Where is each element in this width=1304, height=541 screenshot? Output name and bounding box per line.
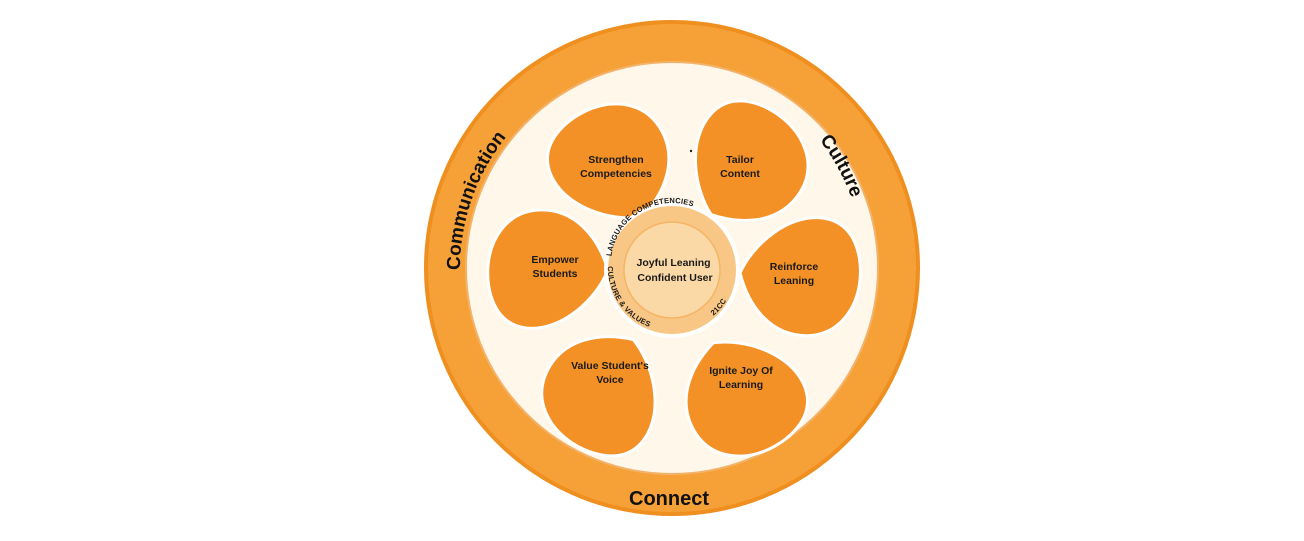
center-line-2: Confident User xyxy=(637,272,712,284)
petal-label-line: Empower xyxy=(531,254,578,266)
petal-label-line: Strengthen xyxy=(588,154,643,166)
petal-label-line: Students xyxy=(533,268,578,280)
petal-label-line: Tailor xyxy=(726,154,754,166)
petal-shape xyxy=(684,340,809,458)
petal-label-line: Leaning xyxy=(774,275,814,287)
center-disc xyxy=(623,221,721,319)
petal-shape xyxy=(540,335,657,458)
petal-ignite-joy: Ignite Joy Of Learning xyxy=(684,340,809,458)
stray-dot xyxy=(689,149,693,153)
petal-shape xyxy=(486,208,610,330)
petal-label-line: Voice xyxy=(596,374,623,386)
petal-label-line: Content xyxy=(720,168,760,180)
petal-label-line: Value Student's xyxy=(571,360,649,372)
petal-label: Ignite Joy Of Learning xyxy=(709,365,773,391)
ring-label-connect: Connect xyxy=(629,488,709,510)
center-line-1: Joyful Leaning xyxy=(636,257,710,269)
petal-label-line: Ignite Joy Of xyxy=(709,365,773,377)
petal-label-line: Reinforce xyxy=(770,261,819,273)
petal-label-line: Learning xyxy=(719,379,763,391)
center-label: Joyful Leaning Confident User xyxy=(636,257,713,284)
petal-shape xyxy=(738,216,862,338)
petal-shape xyxy=(546,102,671,220)
petal-shape xyxy=(693,99,810,222)
petal-label-line: Competencies xyxy=(580,168,652,180)
